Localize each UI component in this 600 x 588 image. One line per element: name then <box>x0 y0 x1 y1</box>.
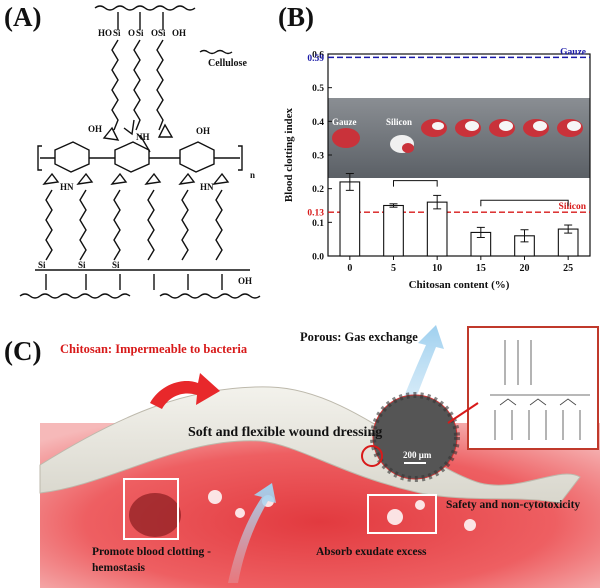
structure-n: n <box>250 170 255 180</box>
bar-5 <box>383 204 404 257</box>
wound-dressing-illustration <box>39 325 600 588</box>
y-tick-label: 0.2 <box>312 185 324 195</box>
promote-label: Promote blood clotting - <box>92 546 211 558</box>
x-tick-label-25: 25 <box>563 263 573 274</box>
structure-oh-a: OH <box>88 124 102 134</box>
significance-bracket <box>393 180 438 187</box>
x-axis-title: Chitosan content (%) <box>409 279 510 291</box>
reference-value-silicon: 0.13 <box>307 209 324 219</box>
exudate-box <box>367 494 437 534</box>
y-tick-label: 0.5 <box>312 84 324 94</box>
chitosan-label: Chitosan: Impermeable to bacteria <box>60 342 248 356</box>
structure-thumbnail <box>467 326 599 450</box>
x-tick-label-10: 10 <box>432 263 442 274</box>
panel-label-c: (C) <box>4 336 42 366</box>
structure-o-2: O <box>151 28 158 38</box>
chemical-structure: HO Si O Si O Si OH NH n OH OH HN HN Si S… <box>19 5 261 299</box>
significance-bracket <box>480 199 569 207</box>
inset-label-10: 10% <box>434 89 452 99</box>
structure-si-b1: Si <box>38 260 46 270</box>
x-tick-label-0: 0 <box>347 263 352 274</box>
wound-arrow-icon <box>228 483 276 583</box>
structure-nh: NH <box>136 132 150 142</box>
inset-label-silicon: Silicon <box>386 117 413 127</box>
y-tick-label: 0.6 <box>312 51 324 61</box>
x-tick-label-5: 5 <box>391 263 396 274</box>
y-tick-label: 0.3 <box>312 152 324 162</box>
y-tick-label: 0.4 <box>312 118 324 128</box>
inset-label-5: 5% <box>397 89 411 99</box>
structure-si-1: Si <box>113 28 121 38</box>
structure-si-2: Si <box>136 28 144 38</box>
inset-label-15: 15% <box>479 89 497 99</box>
x-tick-label-15: 15 <box>476 263 486 274</box>
bar-0 <box>339 181 361 257</box>
reference-label-silicon: Silicon <box>559 202 587 212</box>
structure-o-1: O <box>128 28 135 38</box>
y-tick-label: 0.1 <box>312 219 324 229</box>
inset-label-0: 0% <box>357 89 371 99</box>
panel-label-b: (B) <box>278 2 314 32</box>
reference-value-gauze: 0.59 <box>307 54 324 64</box>
y-axis-title: Blood clotting index <box>283 107 295 202</box>
structure-ho: HO <box>98 28 112 38</box>
inset-label-20: 20% <box>513 89 531 99</box>
bar-10 <box>426 201 448 257</box>
hemostasis-label: hemostasis <box>92 562 146 574</box>
dressing-sheet <box>39 386 581 504</box>
cellulose-label: Cellulose <box>208 58 247 69</box>
structure-oh-end: OH <box>238 276 252 286</box>
structure-si-3: Si <box>158 28 166 38</box>
zoom-circle <box>361 445 383 467</box>
clotting-box <box>123 478 179 540</box>
x-tick-label-20: 20 <box>520 263 530 274</box>
bacteria-arrow-icon <box>150 373 220 409</box>
inset-samples <box>332 119 583 153</box>
porous-label: Porous: Gas exchange <box>300 330 418 344</box>
structure-si-b3: Si <box>112 260 120 270</box>
blood-clot <box>129 493 181 537</box>
safety-label: Safety and non-cytotoxicity <box>446 499 581 511</box>
structure-oh: OH <box>172 28 186 38</box>
structure-hn-b: HN <box>200 182 214 192</box>
structure-hn-a: HN <box>60 182 74 192</box>
reference-label-gauze: Gauze <box>560 47 586 57</box>
dressing-label: Soft and flexible wound dressing <box>188 425 383 440</box>
panel-label-a: (A) <box>4 2 42 32</box>
inset-label-gauze: Gauze <box>332 117 357 127</box>
y-tick-label: 0.0 <box>312 253 324 263</box>
blood-clotting-chart: 0.00.10.20.30.40.50.60.59Gauze0.13Silico… <box>283 47 591 291</box>
structure-si-b2: Si <box>78 260 86 270</box>
structure-oh-b: OH <box>196 126 210 136</box>
plot-area: 0.00.10.20.30.40.50.60.59Gauze0.13Silico… <box>283 47 591 291</box>
inset-photo <box>328 98 590 178</box>
inset-label-25: 25% <box>550 89 568 99</box>
absorb-label: Absorb exudate excess <box>316 546 427 558</box>
scale-bar-label: 200 μm <box>403 450 432 460</box>
